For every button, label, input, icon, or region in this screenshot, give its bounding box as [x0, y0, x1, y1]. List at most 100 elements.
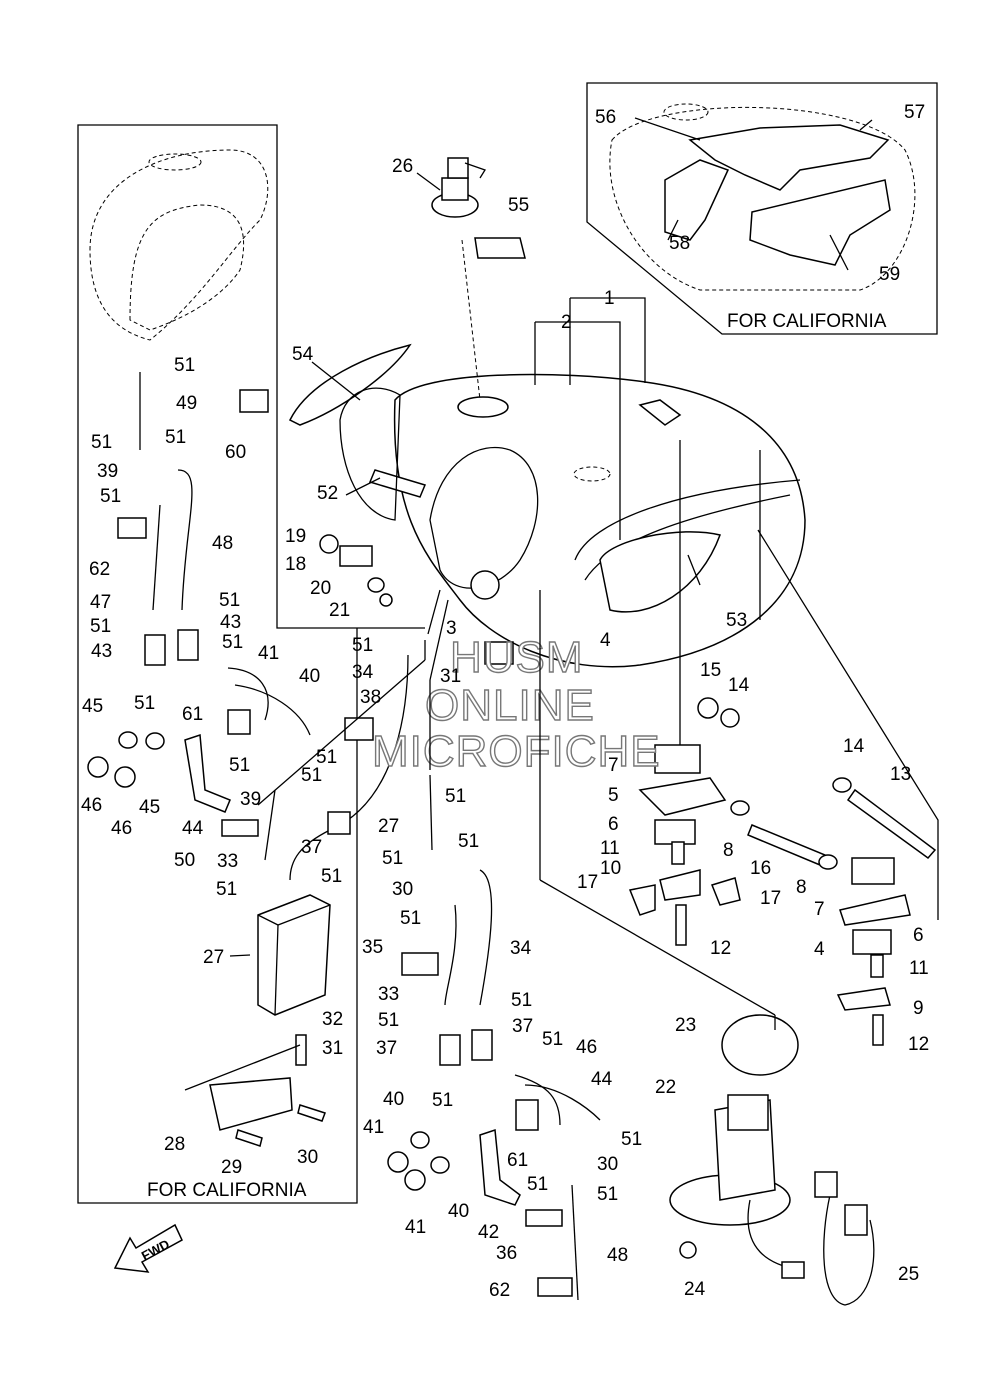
- callout-40: 40: [299, 666, 320, 687]
- callout-11: 11: [600, 838, 620, 859]
- callout-8: 8: [723, 840, 734, 861]
- fwd-label: FWD: [139, 1236, 172, 1263]
- callout-51: 51: [542, 1029, 563, 1050]
- callout-31: 31: [322, 1038, 343, 1059]
- callout-51: 51: [400, 908, 421, 929]
- watermark-line3: MICROFICHE: [372, 727, 661, 776]
- callout-55: 55: [508, 195, 529, 216]
- callout-35: 35: [362, 937, 383, 958]
- callout-40: 40: [383, 1089, 404, 1110]
- callout-51: 51: [222, 632, 243, 653]
- callout-27: 27: [378, 816, 399, 837]
- callout-51: 51: [527, 1174, 548, 1195]
- callout-54: 54: [292, 344, 314, 365]
- fuel-pump-assembly: [669, 1014, 875, 1306]
- callout-7: 7: [814, 899, 825, 920]
- callout-44: 44: [182, 818, 204, 839]
- callout-41: 41: [405, 1217, 426, 1238]
- callout-51: 51: [301, 765, 322, 786]
- callout-30: 30: [392, 879, 413, 900]
- callout-17: 17: [760, 888, 781, 909]
- callout-51: 51: [432, 1090, 453, 1111]
- callout-11: 11: [909, 958, 929, 979]
- inset-tank-shields: [609, 103, 916, 291]
- callout-4: 4: [814, 939, 825, 960]
- callout-62: 62: [89, 559, 110, 580]
- callout-24: 24: [684, 1279, 706, 1300]
- callout-18: 18: [285, 554, 306, 575]
- callout-43: 43: [91, 641, 112, 662]
- callout-3: 3: [446, 618, 457, 639]
- callout-30: 30: [297, 1147, 318, 1168]
- callout-41: 41: [363, 1117, 384, 1138]
- callout-28: 28: [164, 1134, 185, 1155]
- callout-51: 51: [134, 693, 155, 714]
- callout-51: 51: [621, 1129, 642, 1150]
- callout-4: 4: [600, 630, 611, 651]
- callout-36: 36: [496, 1243, 517, 1264]
- watermark: HUSM ONLINE MICROFICHE: [371, 632, 661, 776]
- grommets: [87, 534, 500, 1191]
- tank-tube: [368, 469, 427, 498]
- callout-7: 7: [608, 755, 619, 776]
- callout-49: 49: [176, 393, 197, 414]
- callout-22: 22: [655, 1077, 676, 1098]
- callouts: 1 2 3 4 4 5 6 6 7 7 8 8 9 10 11 11 12 12…: [81, 102, 929, 1301]
- callout-37: 37: [376, 1038, 397, 1059]
- callout-15: 15: [700, 660, 721, 681]
- callout-44: 44: [591, 1069, 613, 1090]
- callout-26: 26: [392, 156, 413, 177]
- callout-30: 30: [597, 1154, 618, 1175]
- callout-51: 51: [100, 486, 121, 507]
- callout-61: 61: [182, 704, 203, 725]
- callout-46: 46: [81, 795, 102, 816]
- callout-61: 61: [507, 1150, 528, 1171]
- callout-37: 37: [301, 837, 322, 858]
- callout-56: 56: [595, 107, 616, 128]
- callout-1: 1: [604, 288, 615, 309]
- hoses-center: [227, 654, 601, 1301]
- callout-6: 6: [608, 814, 619, 835]
- callout-60: 60: [225, 442, 246, 463]
- callout-45: 45: [139, 797, 160, 818]
- california-top-caption: FOR CALIFORNIA: [727, 311, 887, 332]
- callout-33: 33: [217, 851, 238, 872]
- california-inset-top: FOR CALIFORNIA: [586, 82, 938, 335]
- callout-17: 17: [577, 872, 598, 893]
- callout-51: 51: [511, 990, 532, 1011]
- callout-8: 8: [796, 877, 807, 898]
- callout-37: 37: [512, 1016, 533, 1037]
- callout-34: 34: [510, 938, 532, 959]
- callout-59: 59: [879, 264, 900, 285]
- callout-51: 51: [174, 355, 195, 376]
- callout-51: 51: [445, 786, 466, 807]
- callout-48: 48: [607, 1245, 628, 1266]
- fuel-cap: [431, 157, 486, 401]
- callout-42: 42: [478, 1222, 499, 1243]
- callout-46: 46: [111, 818, 132, 839]
- fuel-tank: [393, 373, 806, 668]
- callout-14: 14: [728, 675, 750, 696]
- callout-38: 38: [360, 687, 381, 708]
- callout-51: 51: [597, 1184, 618, 1205]
- callout-62: 62: [489, 1280, 510, 1301]
- callout-51: 51: [458, 831, 479, 852]
- callout-52: 52: [317, 483, 338, 504]
- callout-27: 27: [203, 947, 224, 968]
- callout-58: 58: [669, 233, 690, 254]
- callout-6: 6: [913, 925, 924, 946]
- callout-51: 51: [219, 590, 240, 611]
- side-cover: [288, 343, 412, 426]
- callout-12: 12: [908, 1034, 929, 1055]
- callout-25: 25: [898, 1264, 919, 1285]
- callout-14: 14: [843, 736, 865, 757]
- callout-40: 40: [448, 1201, 469, 1222]
- callout-19: 19: [285, 526, 306, 547]
- callout-48: 48: [212, 533, 233, 554]
- callout-51: 51: [90, 616, 111, 637]
- callout-9: 9: [913, 998, 924, 1019]
- callout-51: 51: [316, 747, 337, 768]
- callout-20: 20: [310, 578, 331, 599]
- callout-51: 51: [216, 879, 237, 900]
